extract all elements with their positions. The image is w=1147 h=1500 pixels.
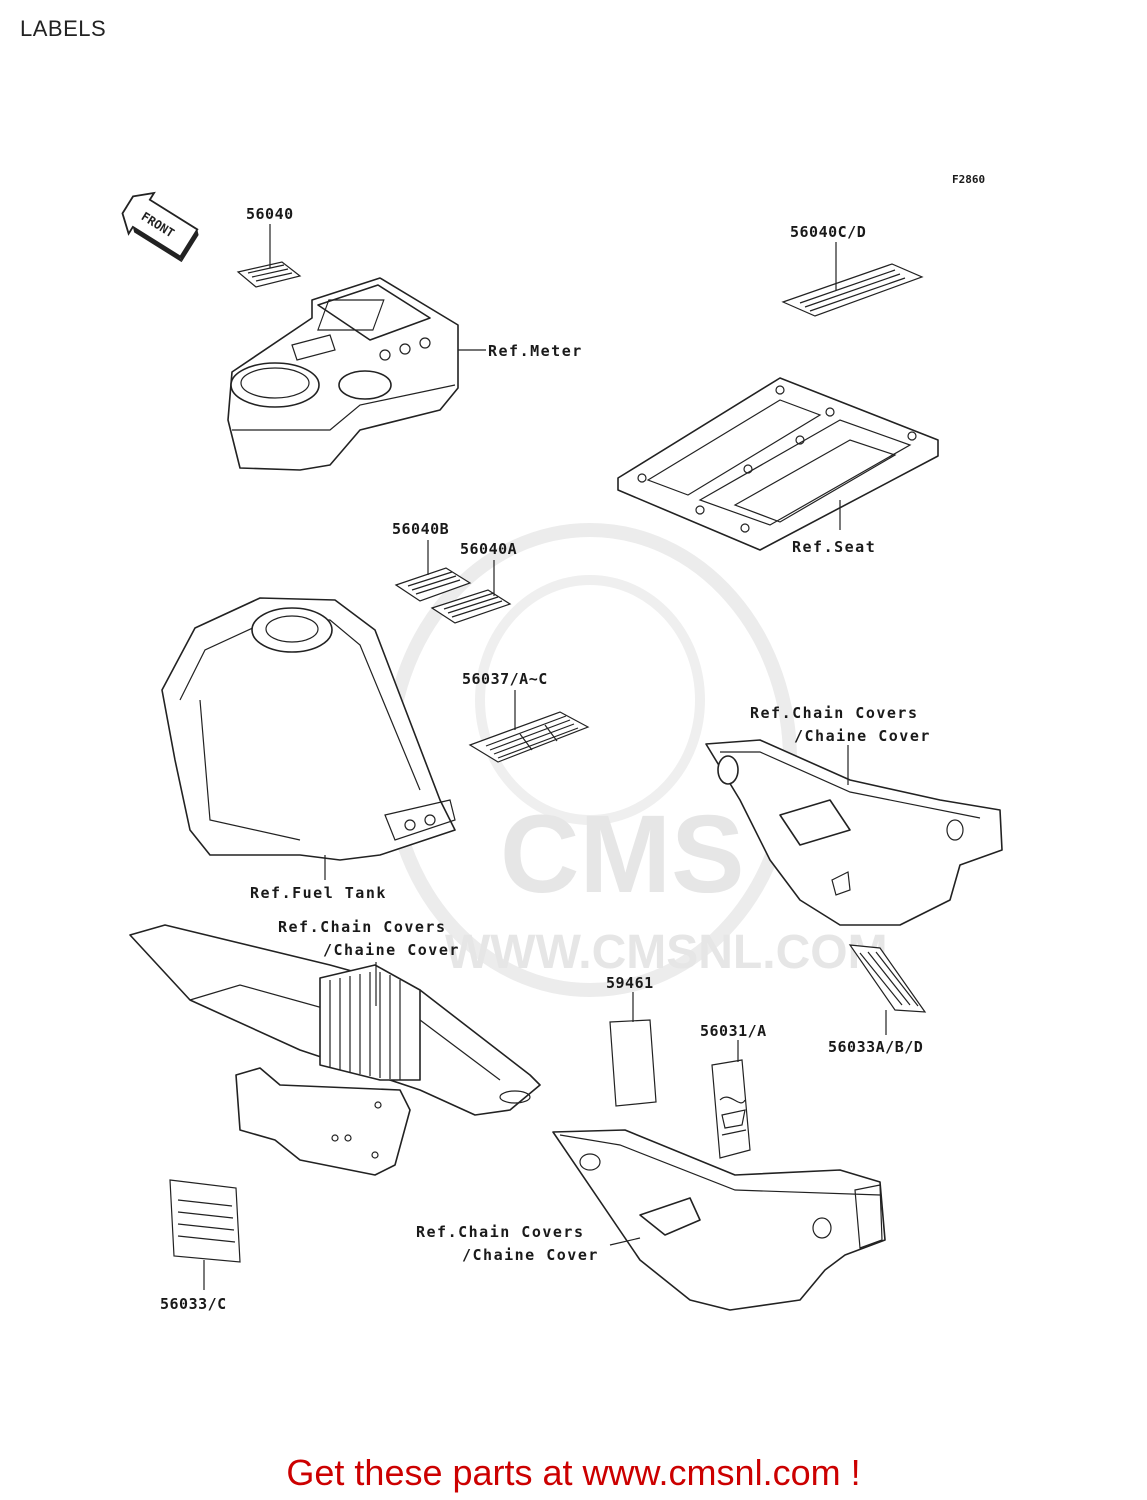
chain-cover-bottom-part [552, 1129, 886, 1311]
part-label-56040a: 56040A [460, 540, 517, 558]
ref-meter: Ref.Meter [488, 342, 583, 360]
part-label-56040cd: 56040C/D [790, 223, 866, 241]
ref-chain-cover-bottom-line2: /Chaine Cover [462, 1246, 599, 1264]
ref-chain-cover-left-line2: /Chaine Cover [323, 941, 460, 959]
ref-seat: Ref.Seat [792, 538, 876, 556]
part-label-56040b: 56040B [392, 520, 449, 538]
parts-diagram: CMS WWW.CMSNL.COM F2860 FRONT 56040 Ref.… [121, 173, 1003, 1313]
sticker-56033c [169, 1179, 241, 1290]
part-label-56033c: 56033/C [160, 1295, 227, 1313]
watermark-url: WWW.CMSNL.COM [445, 926, 888, 979]
part-label-56033abd: 56033A/B/D [828, 1038, 923, 1056]
figure-code: F2860 [952, 173, 985, 186]
front-arrow-icon: FRONT [121, 191, 199, 263]
ref-chain-cover-right-line2: /Chaine Cover [794, 727, 931, 745]
ref-fuel-tank: Ref.Fuel Tank [250, 884, 387, 902]
part-label-56037: 56037/A~C [462, 670, 548, 688]
seat-part [617, 377, 939, 551]
part-label-59461: 59461 [606, 974, 654, 992]
sticker-56040 [236, 224, 302, 288]
fuel-tank-part [161, 597, 456, 880]
part-label-56031: 56031/A [700, 1022, 767, 1040]
sticker-56040b [394, 540, 472, 602]
sticker-59461 [609, 992, 657, 1107]
page-title: LABELS [20, 16, 107, 41]
watermark-brand: CMS [500, 793, 744, 916]
ref-chain-cover-right-line1: Ref.Chain Covers [750, 704, 919, 722]
ref-chain-cover-bottom-line1: Ref.Chain Covers [416, 1223, 585, 1241]
sticker-56031 [711, 1040, 751, 1159]
meter-part [227, 277, 486, 471]
sticker-56037 [468, 690, 590, 763]
sticker-56033abd [848, 944, 927, 1035]
part-label-56040: 56040 [246, 205, 294, 223]
chain-cover-left-part [129, 924, 541, 1176]
chain-cover-right-part [705, 739, 1003, 926]
sticker-56040a [430, 560, 512, 624]
ref-chain-cover-left-line1: Ref.Chain Covers [278, 918, 447, 936]
sticker-56040cd [781, 242, 924, 317]
footer-link[interactable]: Get these parts at www.cmsnl.com ! [286, 1452, 861, 1493]
